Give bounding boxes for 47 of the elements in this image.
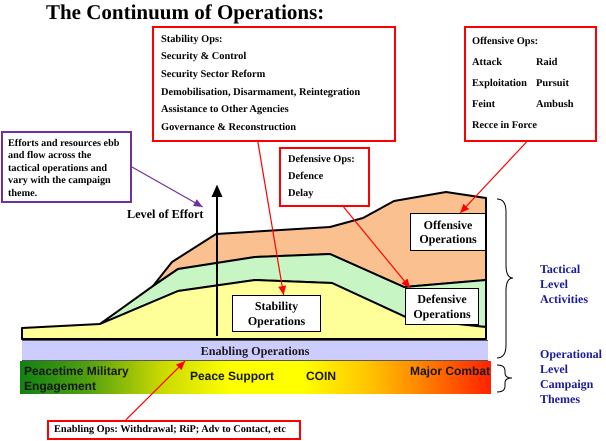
list-item: Delay	[288, 188, 314, 200]
side-label: Operational Level Campaign Themes	[540, 347, 603, 407]
label-box	[405, 288, 479, 325]
area-band	[20, 278, 488, 341]
theme-label: Peacetime Military Engagement	[24, 364, 130, 393]
band-label: Enabling Operations	[200, 344, 310, 358]
enabling-band	[22, 340, 488, 361]
note-box	[1, 131, 132, 203]
list-item: Security & Control	[161, 51, 248, 64]
list-item: Exploitation	[472, 78, 528, 90]
leader-arrow	[257, 142, 286, 296]
theme-label: Major Combat	[410, 364, 490, 378]
list-item: Recce in Force	[472, 120, 538, 132]
callout-heading: Stability Ops:	[161, 34, 224, 46]
leader-arrow	[343, 206, 411, 288]
theme-label: Peace Support	[190, 369, 274, 384]
note-text: Efforts and resources ebb and flow across the tactical operations and vary with the campaign theme.	[8, 138, 120, 200]
list-item: Raid	[536, 57, 558, 70]
box-label: Defensive Operations	[412, 292, 472, 321]
axis-label: Level of Effort	[127, 207, 204, 222]
box-label: Offensive Operations	[418, 218, 478, 246]
side-label: Tactical Level Activities	[540, 262, 589, 307]
list-item: Pursuit	[536, 78, 570, 90]
callout-box	[47, 420, 301, 440]
list-item: Assistance to Other Agencies	[161, 104, 290, 116]
callout-text: Enabling Ops: Withdrawal; RiP; Adv to Contact, etc	[54, 424, 286, 436]
theme-label: COIN	[306, 369, 336, 384]
list-item: Demobilisation, Disarmament, Reintegration	[161, 86, 362, 99]
callout-box	[279, 147, 370, 207]
box-label: Stability Operations	[246, 299, 306, 328]
leader-arrow	[125, 360, 186, 420]
callout-box	[464, 26, 597, 142]
list-item: Security Sector Reform	[161, 69, 266, 82]
callout-box	[152, 26, 396, 142]
gradient-bar	[20, 361, 491, 394]
list-item: Feint	[472, 98, 496, 111]
callout-heading: Defensive Ops:	[288, 154, 356, 166]
label-box	[410, 213, 486, 251]
diagram-title: The Continuum of Operations:	[46, 0, 324, 24]
list-item: Ambush	[536, 98, 575, 111]
label-box	[232, 295, 321, 332]
callout-heading: Offensive Ops:	[472, 36, 540, 48]
leader-arrow	[460, 142, 527, 214]
list-item: Attack	[472, 57, 504, 70]
list-item: Defence	[288, 170, 324, 183]
list-item: Governance & Reconstruction	[161, 122, 298, 134]
leader-arrow	[132, 166, 203, 208]
